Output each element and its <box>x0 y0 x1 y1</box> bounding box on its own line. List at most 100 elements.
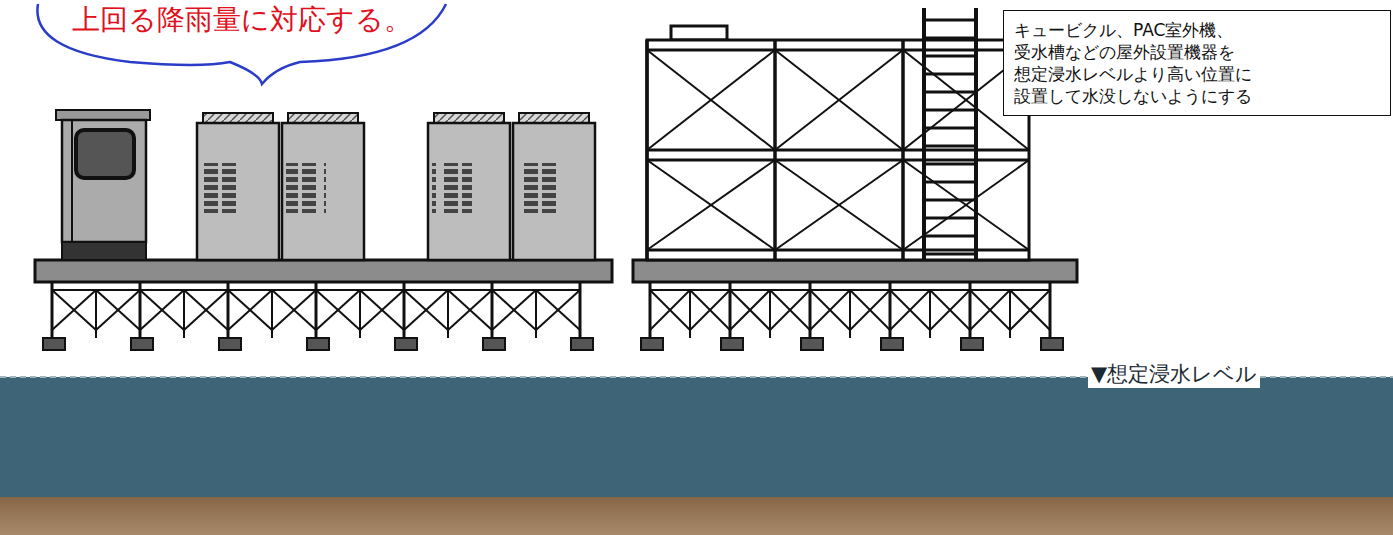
footing <box>721 338 743 350</box>
footing <box>801 338 823 350</box>
pac-unit <box>513 123 595 260</box>
brace <box>970 290 1010 330</box>
tank-brace <box>647 160 775 250</box>
tank-brace <box>775 50 903 150</box>
brace <box>536 290 580 330</box>
callout-text: 上回る降雨量に対応する。 <box>44 2 440 38</box>
tank-post <box>646 40 649 260</box>
brace <box>1010 290 1050 330</box>
brace <box>1009 290 1011 338</box>
tank-brace <box>647 50 775 150</box>
pac-unit <box>197 123 279 260</box>
brace <box>690 290 730 330</box>
pac-fan <box>434 113 504 123</box>
brace <box>970 290 1010 330</box>
brace <box>492 290 536 330</box>
footing <box>881 338 903 350</box>
footing <box>395 338 417 350</box>
pac-unit <box>282 123 364 260</box>
brace <box>52 290 96 330</box>
brace <box>930 290 970 330</box>
footing <box>219 338 241 350</box>
brace <box>770 290 810 330</box>
brace <box>650 290 690 330</box>
tank-brace <box>775 160 903 250</box>
pac-vents <box>517 163 557 213</box>
ladder-rung <box>924 145 976 148</box>
brace <box>536 290 580 330</box>
tank-brace <box>647 160 775 250</box>
brace <box>769 290 771 338</box>
brace <box>535 290 537 338</box>
speech-bubble: 上回る降雨量に対応する。 <box>40 0 444 40</box>
brace <box>849 290 851 338</box>
brace <box>228 290 272 330</box>
brace <box>140 290 184 330</box>
brace <box>890 290 930 330</box>
brace <box>448 290 492 330</box>
ladder-rung <box>924 181 976 184</box>
brace <box>52 290 96 330</box>
ladder-rung <box>924 253 976 256</box>
brace <box>850 290 890 330</box>
footing <box>961 338 983 350</box>
brace <box>360 290 404 330</box>
tank-post <box>902 40 905 260</box>
brace <box>730 290 770 330</box>
pac-fan <box>203 113 273 123</box>
tank-post <box>646 40 649 260</box>
ladder-rung <box>924 37 976 40</box>
tank-brace <box>647 50 775 150</box>
brace <box>404 290 448 330</box>
ladder-rung <box>924 163 976 166</box>
brace <box>890 290 930 330</box>
brace <box>650 290 690 330</box>
note-text: キュービクル、PAC室外機、 受水槽などの屋外設置機器を 想定浸水レベルより高い… <box>1014 19 1380 107</box>
tank-brace <box>903 160 1029 250</box>
brace <box>184 290 228 330</box>
ladder-rung <box>924 91 976 94</box>
pac-vents <box>432 163 472 213</box>
footing <box>43 338 65 350</box>
note-box: キュービクル、PAC室外機、 受水槽などの屋外設置機器を 想定浸水レベルより高い… <box>1003 10 1391 116</box>
brace <box>404 290 448 330</box>
brace <box>272 290 316 330</box>
footing <box>641 338 663 350</box>
brace <box>140 290 184 330</box>
tank-brace <box>775 50 903 150</box>
brace <box>95 290 97 338</box>
brace <box>810 290 850 330</box>
ladder-rung <box>924 127 976 130</box>
brace <box>447 290 449 338</box>
pac-unit <box>428 123 510 260</box>
brace <box>360 290 404 330</box>
brace <box>96 290 140 330</box>
level-label: ▼想定浸水レベル <box>1088 360 1260 388</box>
footing <box>483 338 505 350</box>
brace <box>272 290 316 330</box>
brace <box>689 290 691 338</box>
tank-post <box>902 40 905 260</box>
brace <box>730 290 770 330</box>
footing <box>1041 338 1063 350</box>
brace <box>850 290 890 330</box>
brace <box>448 290 492 330</box>
brace <box>271 290 273 338</box>
pac-fan <box>288 113 358 123</box>
brace <box>770 290 810 330</box>
footing <box>307 338 329 350</box>
brace <box>316 290 360 330</box>
ladder-rung <box>924 73 976 76</box>
ladder-rung <box>924 199 976 202</box>
tank-brace <box>775 160 903 250</box>
brace <box>184 290 228 330</box>
ladder-rung <box>924 19 976 22</box>
brace <box>492 290 536 330</box>
footing <box>571 338 593 350</box>
tank-post <box>774 40 777 260</box>
ladder-rung <box>924 217 976 220</box>
brace <box>316 290 360 330</box>
ladder-rung <box>924 55 976 58</box>
pac-fan <box>519 113 589 123</box>
brace <box>930 290 970 330</box>
